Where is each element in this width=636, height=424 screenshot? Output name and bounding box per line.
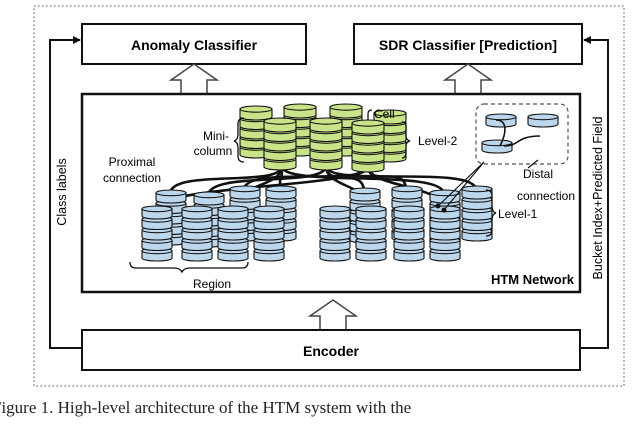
cell-top [265,185,297,193]
level-1-column-b-6 [393,205,425,262]
distal-inset [475,103,569,165]
cell-top [481,139,513,147]
cell-label: Cell [374,107,395,121]
level-2-label: Level-2 [418,134,458,148]
distal-link-2 [495,119,506,147]
cell-top [181,205,213,213]
region-brace [129,261,249,274]
cell-top [141,205,173,213]
cell-top [319,205,351,213]
up-arrow-sdr [442,63,494,95]
sdr-classifier-box [353,23,583,65]
class-labels-line [49,36,82,349]
cell-top [349,187,381,195]
cell-top [393,205,425,213]
bucket-index-text: Bucket Index+Predicted Field [591,116,605,279]
level-2-column-front-0 [263,117,297,171]
level-1-label: Level-1 [498,207,538,221]
level-1-column-b-5 [355,205,387,262]
cell-top [263,117,297,125]
anomaly-classifier-label: Anomaly Classifier [131,37,258,53]
level-2-column-front-1 [309,117,343,171]
cell-top [239,105,273,113]
architecture-diagram: Anomaly Classifier SDR Classifier [Predi… [33,5,625,387]
cell-columns [141,103,559,262]
level-1-column-b-4 [319,205,351,262]
proximal-fibre [168,165,284,195]
cell-top [329,103,363,111]
cell-top [283,103,317,111]
level-1-column-a-7 [253,205,285,262]
distal-label-pointer [527,159,539,169]
up-arrow-anomaly [168,63,220,95]
cell-brace [367,109,373,120]
class-labels-text: Class labels [55,158,69,225]
distal-pointer-2 [443,161,485,211]
cell-top [391,185,423,193]
cell-top [193,191,225,199]
distal-link [503,135,541,147]
mini-column-label-2: column [194,144,233,158]
cell-top [429,189,461,197]
cell-top [485,113,517,121]
proximal-label-2: connection [103,171,161,185]
sdr-classifier-label: SDR Classifier [Prediction] [379,37,557,53]
cell-top [155,189,187,197]
proximal-fibre [324,165,478,191]
inset-cell-1 [527,113,559,128]
level-2-column-front-2 [351,119,385,173]
htm-network-label: HTM Network [491,272,575,287]
up-arrow-encoder [307,299,359,331]
level-1-column-b-7 [429,205,461,262]
outer-frame [33,5,625,387]
distal-dot-1 [435,203,441,209]
mini-column-label-1: Mini- [203,129,229,143]
proximal-label-1: Proximal [109,155,156,169]
level-1-column-a-6 [217,205,249,262]
bucket-index-line [580,36,609,349]
distal-pointer-1 [437,161,485,207]
distal-label-1: Distal [523,167,553,181]
cell-top [373,109,407,117]
cell-top [217,205,249,213]
mini-column-brace [233,117,245,163]
cell-top [461,185,493,193]
level-2-brace [401,121,411,159]
encoder-box [81,329,581,371]
figure-caption: Figure 1. High-level architecture of the… [0,398,412,417]
level-1-column-a-4 [141,205,173,262]
proximal-fibre [206,165,328,197]
level-1-column-b-3 [461,185,493,242]
level-1-brace [485,189,497,237]
distal-label-2: connection [517,189,575,203]
anomaly-classifier-box [81,23,307,65]
region-label: Region [193,277,231,291]
cell-top [309,117,343,125]
cell-top [527,113,559,121]
encoder-label: Encoder [303,343,360,359]
distal-dot-2 [441,207,447,213]
level-1-column-a-5 [181,205,213,262]
cell-top [253,205,285,213]
proximal-fibre [280,165,446,195]
cell-top [229,185,261,193]
cell-top [355,205,387,213]
